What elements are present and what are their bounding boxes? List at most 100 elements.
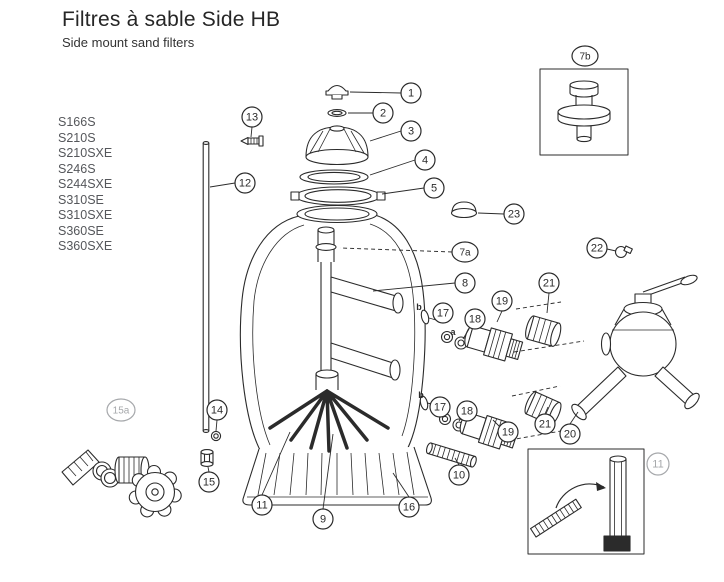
callout-16: 16 — [398, 496, 420, 518]
clamp-ring-part — [290, 186, 386, 206]
svg-text:1: 1 — [408, 88, 414, 100]
callout-7a: 7a — [451, 241, 479, 263]
callout-17-upper: 17 — [432, 302, 454, 324]
drain-plug-part — [200, 449, 214, 467]
callout-8: 8 — [454, 272, 476, 294]
lateral-detail — [530, 455, 631, 552]
svg-text:9: 9 — [320, 514, 326, 526]
callout-13: 13 — [241, 106, 263, 128]
svg-text:15: 15 — [203, 477, 215, 489]
callout-15a: 15a — [106, 398, 136, 422]
model-item: S360SE — [58, 223, 104, 238]
callout-9: 9 — [312, 508, 334, 530]
model-item: S246S — [58, 161, 96, 176]
model-item: S166S — [58, 115, 96, 129]
callout-21-upper: 21 — [538, 272, 560, 294]
svg-text:11: 11 — [256, 500, 267, 512]
callout-1: 1 — [400, 82, 422, 104]
model-item: S310SXE — [58, 208, 113, 222]
callout-17-lower: 17 — [429, 396, 451, 418]
model-item: S244SXE — [58, 177, 113, 191]
model-item: S360SXE — [58, 239, 113, 253]
svg-text:3: 3 — [408, 126, 414, 138]
internal-piping — [315, 226, 404, 381]
svg-text:20: 20 — [564, 429, 576, 441]
svg-text:8: 8 — [462, 278, 468, 290]
inset-11 — [527, 448, 645, 555]
callout-18-lower: 18 — [456, 400, 478, 422]
callout-22: 22 — [586, 237, 608, 259]
svg-text:16: 16 — [403, 502, 415, 514]
svg-text:18: 18 — [461, 406, 473, 418]
page-subtitle: Side mount sand filters — [62, 35, 195, 50]
union-fitting-part — [557, 80, 611, 143]
drain-tube-part — [202, 141, 210, 433]
base-stand — [242, 446, 432, 506]
callout-2: 2 — [372, 102, 394, 124]
callout-21-lower: 21 — [534, 413, 556, 435]
svg-text:17: 17 — [434, 402, 446, 414]
union-nut-upper — [525, 315, 562, 347]
callout-19-upper: 19 — [491, 290, 513, 312]
screw-part — [240, 135, 264, 147]
callout-7b: 7b — [571, 45, 599, 67]
part-letter-a-upper: a — [450, 327, 456, 337]
dome-lid-part — [305, 125, 369, 166]
svg-text:21: 21 — [539, 419, 551, 431]
lateral-hub — [268, 369, 390, 453]
model-item: S210S — [58, 130, 96, 145]
svg-text:19: 19 — [502, 427, 514, 439]
inset-7b — [539, 68, 629, 156]
page-title: Filtres à sable Side HB — [62, 8, 281, 31]
svg-text:23: 23 — [508, 209, 520, 221]
callout-3: 3 — [400, 120, 422, 142]
leader-lines — [207, 91, 617, 510]
svg-text:2: 2 — [380, 108, 386, 120]
multiport-valve — [571, 274, 700, 421]
svg-text:10: 10 — [453, 470, 465, 482]
callout-20: 20 — [559, 423, 581, 445]
svg-text:12: 12 — [239, 178, 251, 190]
hose-clamp-part — [614, 245, 633, 259]
callout-5: 5 — [423, 177, 445, 199]
svg-text:21: 21 — [543, 278, 555, 290]
model-item: S210SXE — [58, 146, 113, 160]
callouts: 1 2 3 4 5 7a 7b 8 9 10 11 12 13 14 15 15… — [106, 45, 670, 530]
callout-10: 10 — [448, 464, 470, 486]
vent-cap-part — [325, 84, 349, 100]
callout-15: 15 — [198, 471, 220, 493]
svg-text:15a: 15a — [113, 405, 130, 416]
callout-19-lower: 19 — [497, 421, 519, 443]
drain-hose-part — [425, 442, 477, 468]
svg-text:7b: 7b — [579, 51, 591, 62]
drain-oring-part — [210, 430, 222, 442]
svg-text:22: 22 — [591, 243, 603, 255]
lid-oring-part — [299, 169, 369, 185]
hose-adapter-assembly — [61, 449, 182, 518]
star-knob — [128, 464, 182, 518]
svg-text:18: 18 — [469, 314, 481, 326]
callout-11-inset: 11 — [646, 452, 670, 476]
part-letter-b-upper: b — [416, 302, 422, 312]
callout-12: 12 — [234, 172, 256, 194]
drain-cap-part — [450, 201, 478, 219]
svg-text:5: 5 — [431, 183, 437, 195]
model-item: S310SE — [58, 192, 104, 207]
callout-4: 4 — [414, 149, 436, 171]
callout-23: 23 — [503, 203, 525, 225]
svg-text:4: 4 — [422, 155, 428, 167]
callout-14: 14 — [206, 399, 228, 421]
callout-18-upper: 18 — [464, 308, 486, 330]
callout-11: 11 — [251, 494, 273, 516]
svg-text:7a: 7a — [459, 247, 471, 258]
svg-text:11: 11 — [652, 459, 663, 471]
bulkhead-fitting-upper — [420, 301, 585, 362]
svg-text:19: 19 — [496, 296, 508, 308]
cap-oring-part — [327, 109, 347, 117]
svg-text:14: 14 — [211, 405, 223, 417]
svg-text:13: 13 — [246, 112, 258, 124]
part-letter-b-lower: b — [418, 390, 424, 400]
model-list: S166S S210S S210SXE S246S S244SXE S310SE… — [58, 115, 112, 255]
